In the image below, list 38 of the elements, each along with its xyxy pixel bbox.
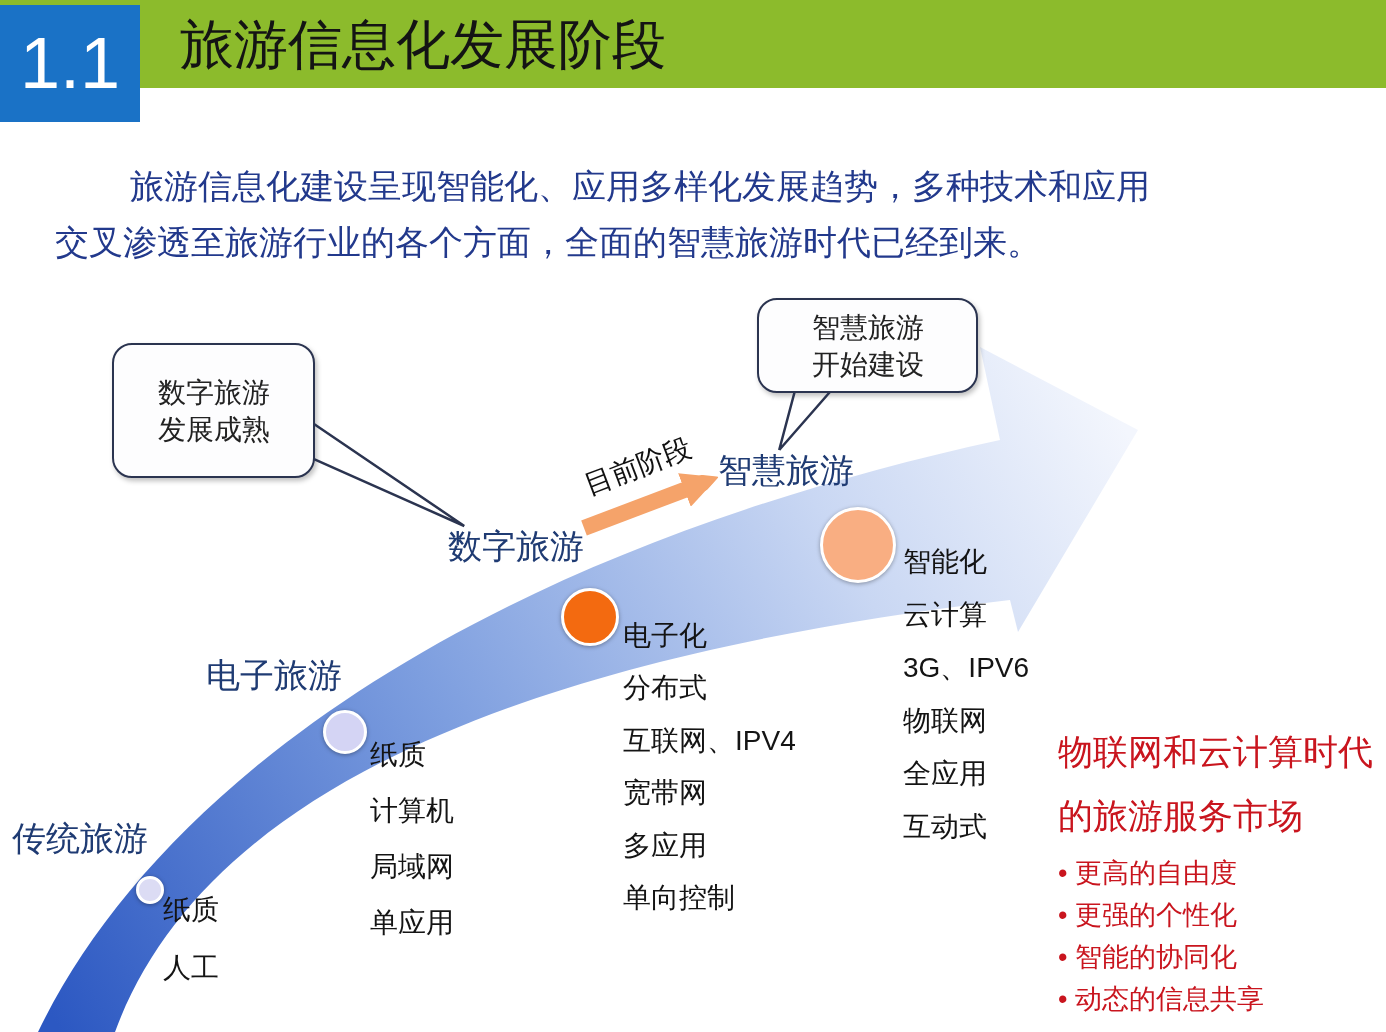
feature-label: 纸质 (163, 893, 219, 927)
speech-bubble (757, 298, 978, 393)
bullet-point: • 动态的信息共享 (1058, 983, 1264, 1016)
callout-pointer (777, 390, 832, 452)
stage-label: 传统旅游 (12, 818, 148, 858)
feature-label: 物联网 (903, 704, 987, 738)
arrow (581, 472, 719, 536)
stage-label: 电子旅游 (206, 655, 342, 695)
feature-label: 多应用 (623, 828, 707, 863)
feature-label: 云计算 (903, 598, 987, 632)
stage-label: 数字旅游 (448, 526, 584, 566)
edge-label: 目前阶段 (579, 431, 696, 503)
feature-label: 智能化 (903, 545, 987, 579)
feature-label: 互联网、IPV4 (623, 723, 796, 758)
feature-label: 计算机 (370, 794, 454, 828)
section-number: 1.1 (0, 5, 140, 122)
feature-label: 互动式 (903, 810, 987, 844)
feature-label: 电子化 (623, 619, 707, 653)
feature-label: 全应用 (903, 757, 987, 791)
feature-label: 纸质 (370, 738, 426, 772)
feature-label: 分布式 (623, 671, 707, 706)
intro-paragraph: 旅游信息化建设呈现智能化、应用多样化发展趋势，多种技术和应用交叉渗透至旅游行业的各个方面，全面的智慧旅游时代已经到来。 (55, 166, 1151, 263)
slide-title: 旅游信息化发展阶段 (180, 13, 666, 76)
stage-label: 智慧旅游 (718, 450, 854, 490)
feature-label: 3G、IPV6 (903, 651, 1030, 685)
feature-label: 单向控制 (623, 881, 735, 915)
feature-label: 单应用 (370, 906, 454, 940)
feature-label: 局域网 (370, 850, 454, 884)
market-heading: 物联网和云计算时代的旅游服务市场 (1058, 731, 1374, 837)
feature-label: 宽带网 (623, 776, 707, 811)
bullet-point: • 更高的自由度 (1058, 857, 1238, 890)
callout-pointer (312, 422, 466, 528)
callout-text: 数字旅游发展成熟 (156, 375, 271, 447)
bullet-point: • 智能的协同化 (1058, 941, 1238, 974)
bullet-point: • 更强的个性化 (1058, 899, 1238, 932)
callout-text: 智慧旅游开始建设 (810, 310, 925, 382)
speech-bubble (112, 343, 315, 478)
feature-label: 人工 (163, 951, 219, 985)
